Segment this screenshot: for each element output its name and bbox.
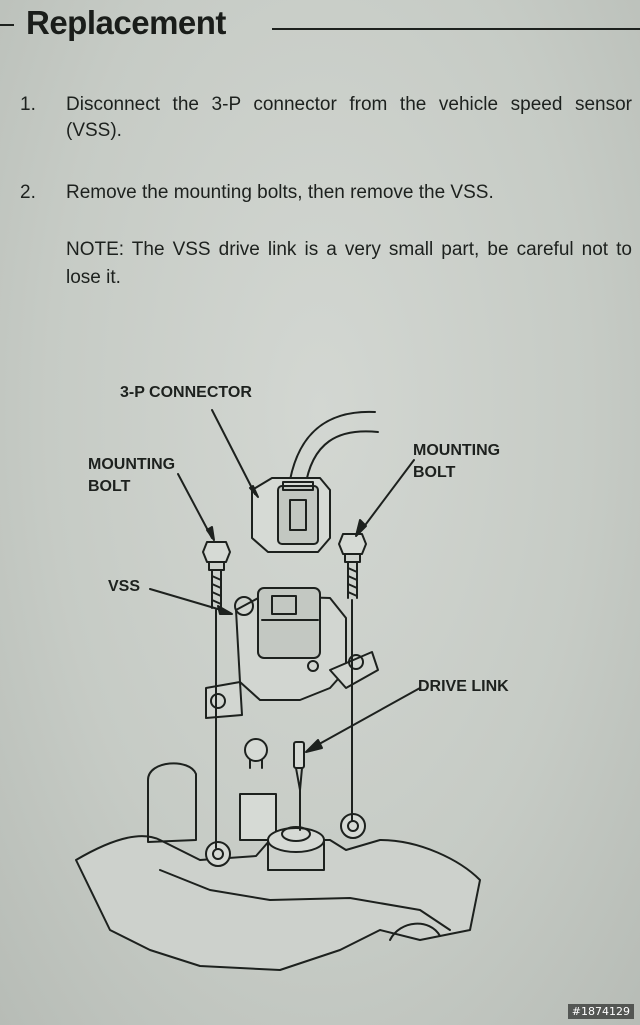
left-bolt-drawing (202, 541, 231, 609)
connector-drawing (251, 477, 331, 553)
leader-lines (149, 409, 421, 753)
watermark: #1874129 (567, 1004, 634, 1019)
label-drive-link: DRIVE LINK (418, 678, 509, 695)
step-number: 2. (20, 182, 36, 203)
label-3p-connector: 3-P CONNECTOR (120, 384, 252, 401)
drive-link-drawing (293, 741, 305, 791)
wire-harness (289, 410, 376, 481)
label-vss: VSS (108, 578, 141, 595)
step-text: Disconnect the 3-P connector from the ve… (66, 94, 632, 141)
note-text: NOTE: The VSS drive link is a very small… (66, 239, 632, 288)
vss-illustration (75, 409, 481, 971)
label-mounting-bolt-left: MOUNTING BOLT (88, 456, 176, 495)
transmission-housing-drawing (75, 738, 481, 971)
step-number: 1. (20, 94, 36, 115)
right-bolt-drawing (338, 533, 367, 599)
step-text: Remove the mounting bolts, then remove t… (66, 182, 494, 203)
label-mounting-bolt-right: MOUNTING BOLT (413, 442, 501, 481)
section-title: Replacement (26, 4, 226, 41)
header-dash (0, 24, 14, 26)
header-rule (272, 28, 640, 30)
section-header: Replacement (0, 0, 640, 48)
vss-diagram: 3-P CONNECTOR MOUNTING BOLT MOUNTING BOL… (0, 370, 640, 980)
